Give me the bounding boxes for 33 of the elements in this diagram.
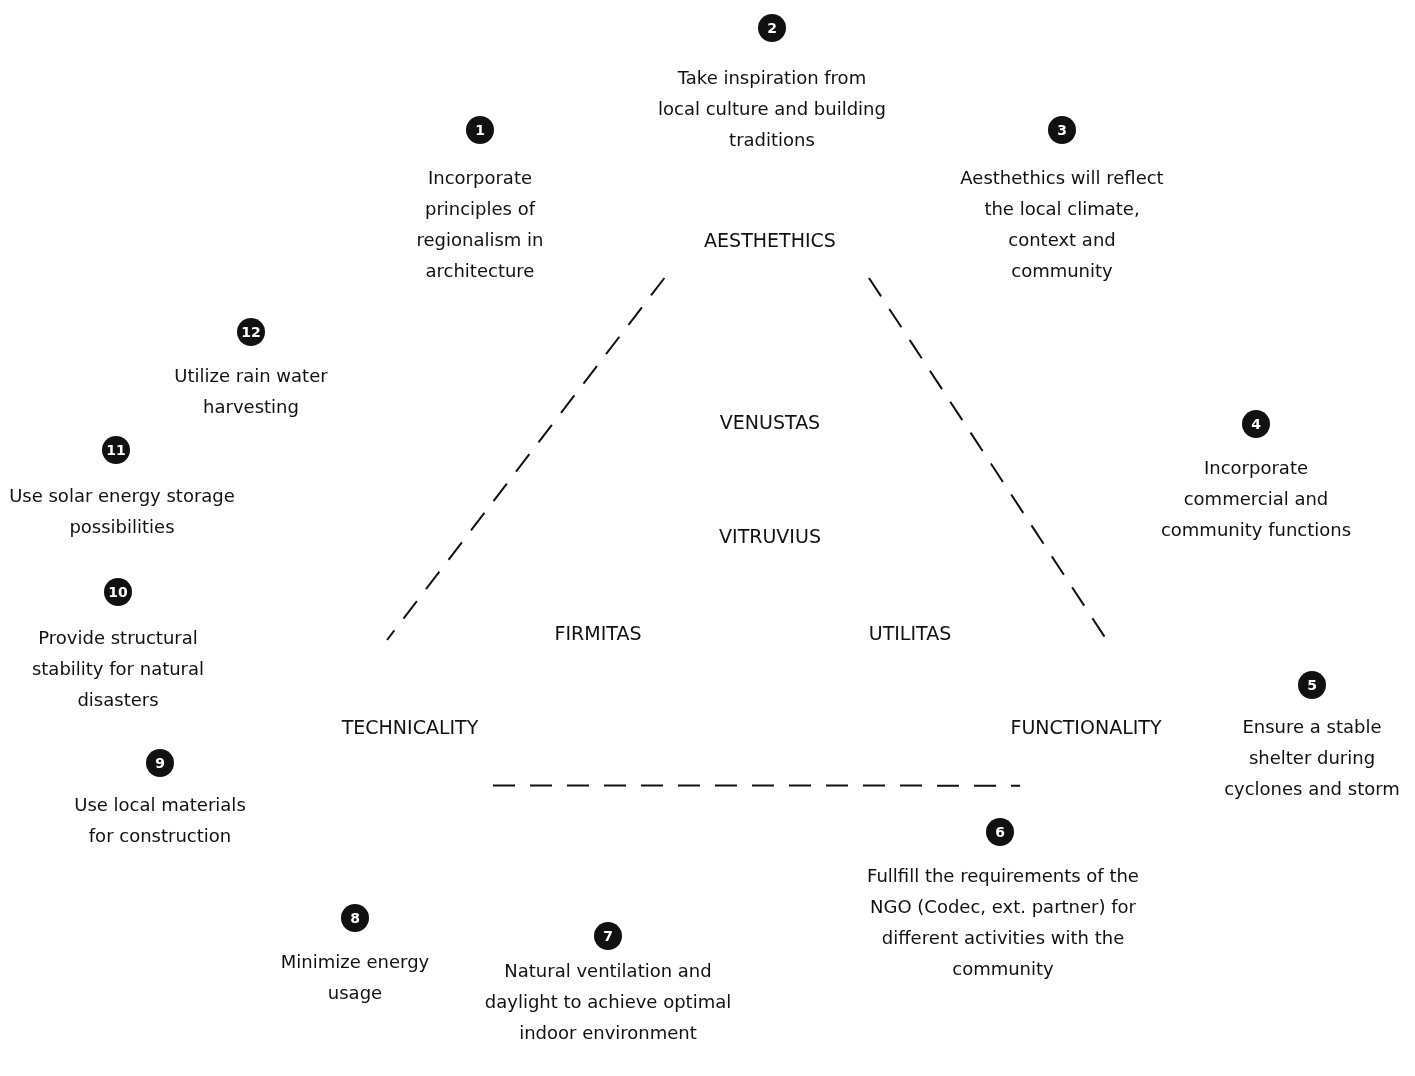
- principle-text: Utilize rain water harvesting: [173, 364, 329, 419]
- principle-text: Minimize energy usage: [279, 950, 431, 1005]
- callout-number: 7: [594, 922, 622, 950]
- principle-text: Use local materials for construction: [73, 793, 247, 848]
- principle-text: Take inspiration from local culture and building traditions: [657, 66, 887, 152]
- principle-text: Provide structural stability for natural disasters: [30, 626, 206, 712]
- dashed-line: [492, 784, 1021, 787]
- callout-number: 6: [986, 818, 1014, 846]
- concept-label: VENUSTAS: [719, 411, 821, 433]
- callout-number: 5: [1298, 671, 1326, 699]
- principle-text: Aesthethics will reflect the local climate, context and community: [959, 166, 1165, 283]
- corner-label: TECHNICALITY: [341, 716, 479, 738]
- principle-text: Incorporate commercial and community functions: [1159, 456, 1353, 542]
- callout-number: 11: [102, 436, 130, 464]
- callout-number: 3: [1048, 116, 1076, 144]
- callout-number: 2: [758, 14, 786, 42]
- callout-number: 1: [466, 116, 494, 144]
- corner-label: FUNCTIONALITY: [1010, 716, 1162, 738]
- callout-number: 4: [1242, 410, 1270, 438]
- concept-label: VITRUVIUS: [719, 525, 821, 547]
- callout-number: 8: [341, 904, 369, 932]
- principle-text: Natural ventilation and daylight to achieve optimal indoor environment: [483, 959, 733, 1045]
- callout-number: 10: [104, 578, 132, 606]
- concept-label: FIRMITAS: [554, 622, 642, 644]
- principle-text: Ensure a stable shelter during cyclones and storm: [1223, 715, 1401, 801]
- principle-text: Fullfill the requirements of the NGO (Codec, ext. partner) for different activities with the community: [866, 864, 1140, 981]
- concept-label: UTILITAS: [868, 622, 952, 644]
- principle-text: Incorporate principles of regionalism in architecture: [415, 166, 545, 283]
- callout-number: 9: [146, 749, 174, 777]
- principle-text: Use solar energy storage possibilities: [8, 484, 236, 539]
- dashed-line: [386, 277, 666, 641]
- corner-label: AESTHETHICS: [704, 229, 836, 251]
- callout-number: 12: [237, 318, 265, 346]
